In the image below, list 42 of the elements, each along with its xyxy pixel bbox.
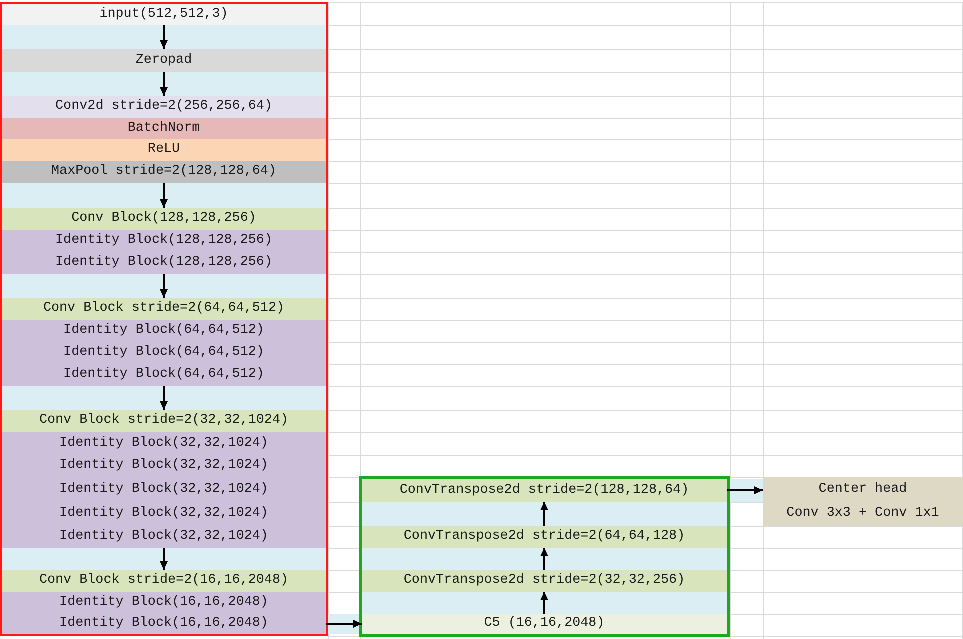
layer-box: C5 (16,16,2048) (362, 614, 727, 634)
arrow (160, 72, 168, 96)
arrow (160, 183, 168, 208)
layer-box: Conv Block stride=2(64,64,512) (2, 298, 326, 320)
layer-box: Conv Block stride=2(32,32,1024) (2, 410, 326, 432)
layer-box: Zeropad (2, 49, 326, 72)
layer-box: Identity Block(32,32,1024) (2, 526, 326, 548)
layer-box: Identity Block(32,32,1024) (2, 455, 326, 477)
layer-box: Identity Block(128,128,256) (2, 252, 326, 274)
arrow (160, 25, 168, 49)
layer-box: ConvTranspose2d stride=2(32,32,256) (362, 570, 727, 592)
layer-box: MaxPool stride=2(128,128,64) (2, 161, 326, 183)
layer-box: ConvTranspose2d stride=2(64,64,128) (362, 526, 727, 548)
group-frame (0, 2, 328, 636)
layer-box: Identity Block(16,16,2048) (2, 592, 326, 614)
layer-box: Identity Block(64,64,512) (2, 364, 326, 386)
arrow (540, 502, 548, 526)
layer-box: BatchNorm (2, 118, 326, 139)
head-box (763, 477, 963, 526)
arrow (160, 386, 168, 410)
layer-box: Identity Block(32,32,1024) (2, 477, 326, 502)
arrow (160, 548, 168, 570)
arrow (326, 620, 362, 628)
head-detail: Conv 3x3 + Conv 1x1 (786, 504, 940, 522)
layer-box: Identity Block(64,64,512) (2, 342, 326, 364)
layer-box: Identity Block(128,128,256) (2, 230, 326, 252)
layer-box: ReLU (2, 139, 326, 161)
layer-box: ConvTranspose2d stride=2(128,128,64) (362, 479, 727, 502)
layer-box: Conv Block stride=2(16,16,2048) (2, 570, 326, 592)
arrow (160, 274, 168, 298)
layer-box: Identity Block(64,64,512) (2, 320, 326, 342)
arrow (727, 486, 763, 494)
arrow (540, 592, 548, 614)
layer-box: Conv2d stride=2(256,256,64) (2, 96, 326, 118)
group-frame (359, 476, 730, 637)
layer-box: input(512,512,3) (2, 4, 326, 25)
layer-box: Identity Block(32,32,1024) (2, 502, 326, 526)
layer-box: Identity Block(32,32,1024) (2, 432, 326, 455)
arrow (540, 548, 548, 570)
layer-box: Identity Block(16,16,2048) (2, 614, 326, 634)
layer-box: Conv Block(128,128,256) (2, 208, 326, 230)
head-title: Center head (818, 480, 908, 498)
